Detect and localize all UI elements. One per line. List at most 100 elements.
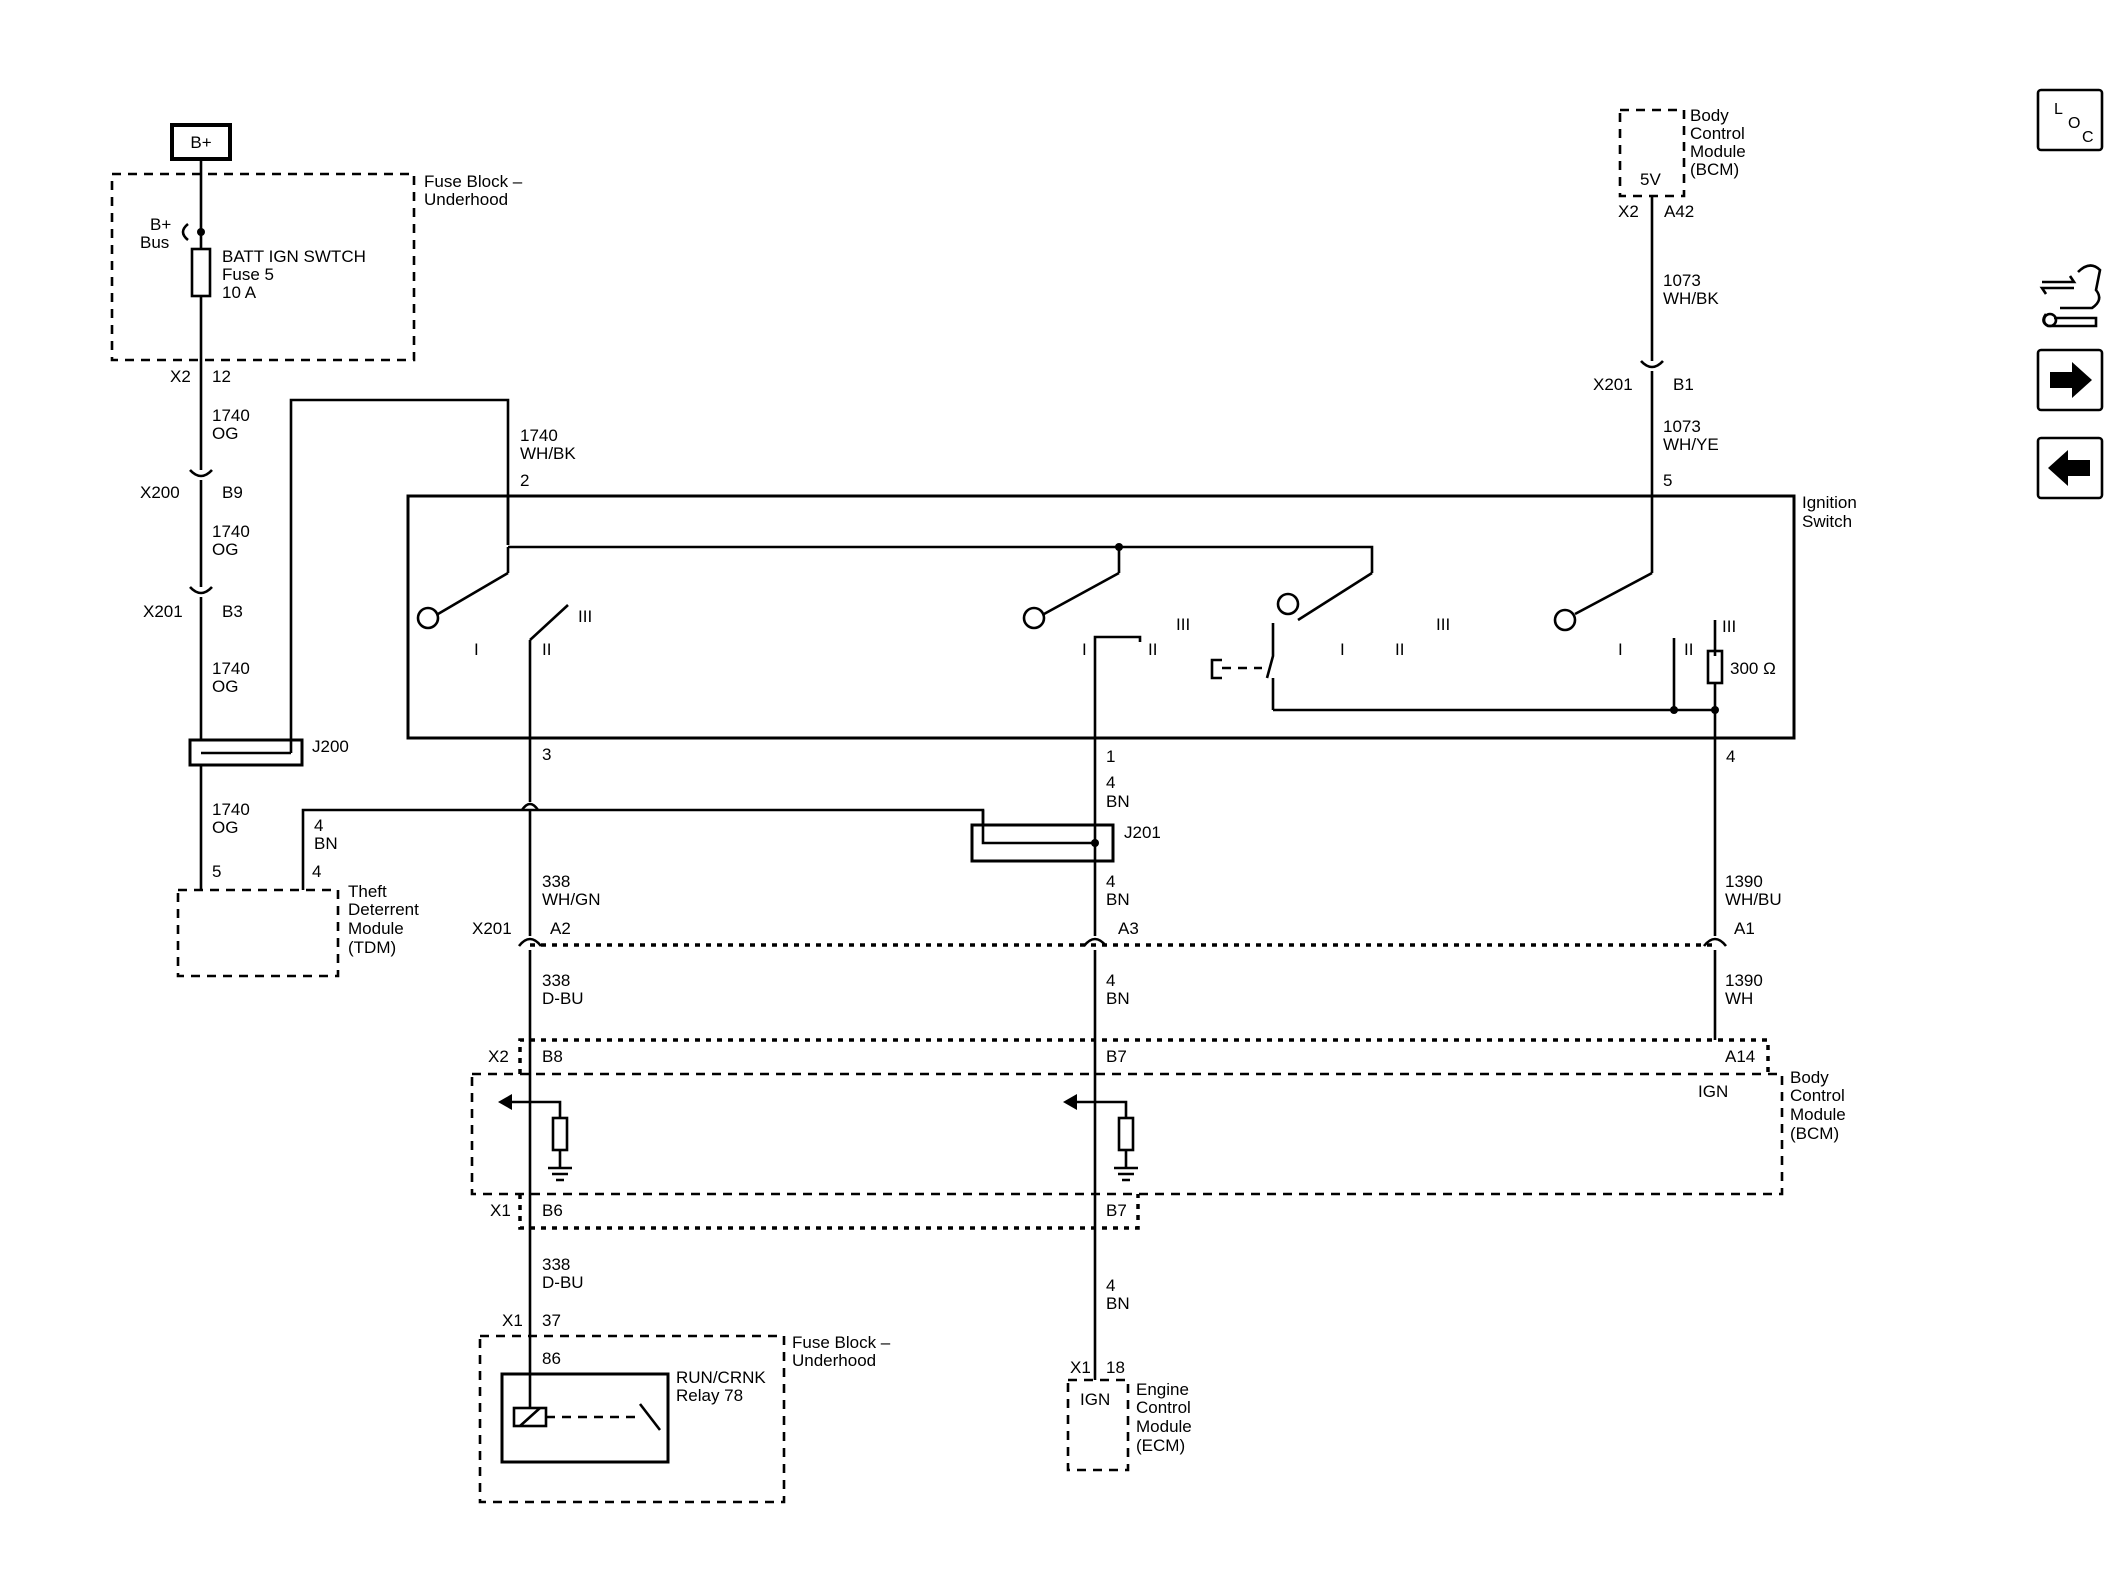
w1740-og-3-color: OG bbox=[212, 677, 238, 696]
b9-label: B9 bbox=[222, 483, 243, 502]
x201-left-connector bbox=[189, 586, 213, 595]
loc-icon[interactable]: L O C bbox=[2036, 88, 2104, 152]
diagram-label: X2 bbox=[1618, 202, 1639, 221]
w338-dbu-1-color: D-BU bbox=[542, 989, 584, 1008]
w338-whgn-color: WH/GN bbox=[542, 890, 601, 909]
w4-bn-tdm-circuit: 4 bbox=[314, 816, 323, 835]
w338-dbu-2-circuit: 338 bbox=[542, 1255, 570, 1274]
diagram-label: B+ bbox=[150, 215, 171, 234]
w4-bn-sw-color: BN bbox=[1106, 792, 1130, 811]
diagram-label: III bbox=[1176, 615, 1190, 634]
body-control-module-top: Body Control Module (BCM) 5V X2 A42 bbox=[1618, 106, 1746, 221]
w1390-whbu-color: WH/BU bbox=[1725, 890, 1782, 909]
w1740-og-4-color: OG bbox=[212, 818, 238, 837]
diagram-label: Control bbox=[1136, 1398, 1191, 1417]
diagram-label: II bbox=[1148, 640, 1157, 659]
w1390-whbu-circuit: 1390 bbox=[1725, 872, 1763, 891]
diagram-label: II bbox=[1395, 640, 1404, 659]
diagram-label: B7 bbox=[1106, 1047, 1127, 1066]
component-locator-icon[interactable] bbox=[2039, 264, 2102, 328]
diagram-label: X1 bbox=[502, 1311, 523, 1330]
diagram-label: Ignition bbox=[1802, 493, 1857, 512]
diagram-label: 300 Ω bbox=[1730, 659, 1776, 678]
diagram-label: J200 bbox=[312, 737, 349, 756]
w338-whgn-circuit: 338 bbox=[542, 872, 570, 891]
diagram-label: I bbox=[474, 640, 479, 659]
diagram-label: IGN bbox=[1698, 1082, 1728, 1101]
w338-dbu-2-color: D-BU bbox=[542, 1273, 584, 1292]
diagram-label: I bbox=[1082, 640, 1087, 659]
diagram-label: Theft bbox=[348, 882, 387, 901]
diagram-label: 18 bbox=[1106, 1358, 1125, 1377]
w1073-whye-circuit: 1073 bbox=[1663, 417, 1701, 436]
diagram-label: A14 bbox=[1725, 1047, 1755, 1066]
fuse-block-underhood-bottom: Fuse Block – Underhood X1 37 86 RUN/CRNK… bbox=[478, 1311, 891, 1504]
diagram-label: I bbox=[1618, 640, 1623, 659]
fuse-5-symbol bbox=[190, 247, 212, 298]
diagram-label: Relay 78 bbox=[676, 1386, 743, 1405]
x201-left-label: X201 bbox=[143, 602, 183, 621]
diagram-label: Module bbox=[1136, 1417, 1192, 1436]
diagram-label: Deterrent bbox=[348, 900, 419, 919]
diagram-label: X1 bbox=[1070, 1358, 1091, 1377]
next-arrow-icon[interactable] bbox=[2036, 348, 2104, 412]
switch-pin-5: 5 bbox=[1663, 471, 1672, 490]
diagram-label: RUN/CRNK bbox=[676, 1368, 766, 1387]
diagram-label: (BCM) bbox=[1790, 1124, 1839, 1143]
diagram-label: 4 bbox=[312, 862, 321, 881]
engine-control-module: X1 18 IGN Engine Control Module (ECM) bbox=[1066, 1358, 1192, 1472]
w1740-og-1-color: OG bbox=[212, 424, 238, 443]
diagram-label: A3 bbox=[1118, 919, 1139, 938]
diagram-label: III bbox=[1722, 617, 1736, 636]
w4-bn-j201-color: BN bbox=[1106, 890, 1130, 909]
diagram-label: X201 bbox=[472, 919, 512, 938]
diagram-label: Underhood bbox=[424, 190, 508, 209]
diagram-label: Engine bbox=[1136, 1380, 1189, 1399]
previous-arrow-icon[interactable] bbox=[2036, 436, 2104, 500]
x201-right-connector bbox=[1640, 360, 1664, 369]
diagram-label: (BCM) bbox=[1690, 160, 1739, 179]
w4-bn-ecm-circuit: 4 bbox=[1106, 1276, 1115, 1295]
diagram-label: A42 bbox=[1664, 202, 1694, 221]
b3-label: B3 bbox=[222, 602, 243, 621]
diagram-label: Body bbox=[1690, 106, 1729, 125]
w4-bn-j201-circuit: 4 bbox=[1106, 872, 1115, 891]
battery-source: B+ bbox=[170, 123, 232, 161]
diagram-label: I bbox=[1340, 640, 1345, 659]
switch-pin-3: 3 bbox=[542, 745, 551, 764]
w1073-whbk-color: WH/BK bbox=[1663, 289, 1719, 308]
diagram-label: III bbox=[578, 607, 592, 626]
diagram-label: 5 bbox=[212, 862, 221, 881]
w1740-og-4-circuit: 1740 bbox=[212, 800, 250, 819]
fuse-block-underhood-top: Fuse Block – Underhood B+ Bus BATT IGN S… bbox=[110, 172, 523, 362]
pin-12-label: 12 bbox=[212, 367, 231, 386]
w1740-whbk-color: WH/BK bbox=[520, 444, 576, 463]
diagram-label: B8 bbox=[542, 1047, 563, 1066]
diagram-label: O bbox=[2068, 115, 2080, 132]
diagram-label: A1 bbox=[1734, 919, 1755, 938]
diagram-label: 86 bbox=[542, 1349, 561, 1368]
x201-mid-connector: X201 A2 A3 A1 bbox=[472, 919, 1755, 947]
w1390-wh-color: WH bbox=[1725, 989, 1753, 1008]
switch-pin-4: 4 bbox=[1726, 747, 1735, 766]
b1-label: B1 bbox=[1673, 375, 1694, 394]
j200-splice: J200 bbox=[188, 737, 349, 767]
diagram-label: B+ bbox=[190, 133, 211, 152]
x2-label: X2 bbox=[170, 367, 191, 386]
w1073-whye-color: WH/YE bbox=[1663, 435, 1719, 454]
w4-bn-bcm-circuit: 4 bbox=[1106, 971, 1115, 990]
w1740-og-3-circuit: 1740 bbox=[212, 659, 250, 678]
diagram-label: Module bbox=[1790, 1105, 1846, 1124]
diagram-label: Control bbox=[1690, 124, 1745, 143]
w338-dbu-1-circuit: 338 bbox=[542, 971, 570, 990]
diagram-label: B6 bbox=[542, 1201, 563, 1220]
diagram-label: J201 bbox=[1124, 823, 1161, 842]
diagram-label: A2 bbox=[550, 919, 571, 938]
diagram-label: Switch bbox=[1802, 512, 1852, 531]
w4-bn-sw-circuit: 4 bbox=[1106, 773, 1115, 792]
diagram-label: Control bbox=[1790, 1086, 1845, 1105]
diagram-label: Module bbox=[348, 919, 404, 938]
w1740-whbk-circuit: 1740 bbox=[520, 426, 558, 445]
diagram-label: III bbox=[1436, 615, 1450, 634]
diagram-label: BATT IGN SWTCH bbox=[222, 247, 366, 266]
